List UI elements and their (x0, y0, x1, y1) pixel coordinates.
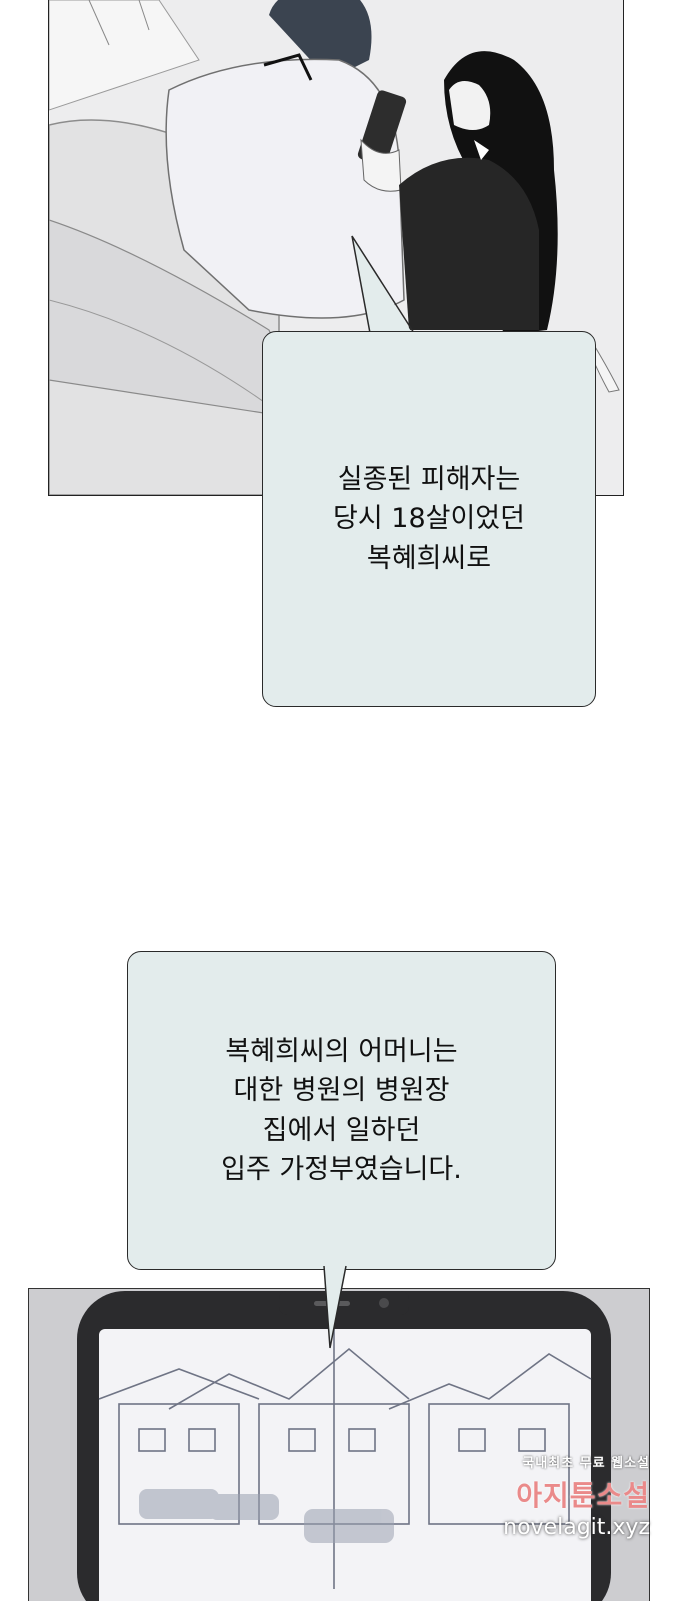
speech-bubble-narration-2: 복혜희씨의 어머니는 대한 병원의 병원장 집에서 일하던 입주 가정부였습니다… (127, 951, 556, 1270)
scene-illustration-room (49, 0, 623, 495)
dialogue-line: 복혜희씨로 (366, 542, 492, 574)
dialogue-line: 실종된 피해자는 (337, 464, 521, 496)
comic-panel-bottom (28, 1288, 650, 1601)
dialogue-line: 집에서 일하던 (262, 1114, 421, 1146)
watermark-tagline: 국내최초 무료 웹소설 (522, 1456, 650, 1471)
speech-bubble-tail-top (351, 235, 415, 336)
watermark-brand: 아지툰소설 (516, 1479, 650, 1512)
watermark-url: novelagit.xyz (503, 1515, 650, 1540)
speech-bubble-text: 실종된 피해자는 당시 18살이었던 복혜희씨로 (333, 460, 525, 577)
speech-bubble-text: 복혜희씨의 어머니는 대한 병원의 병원장 집에서 일하던 입주 가정부였습니다… (221, 1032, 462, 1189)
comic-panel-top (48, 0, 624, 496)
speech-bubble-narration-1: 실종된 피해자는 당시 18살이었던 복혜희씨로 (262, 331, 596, 707)
dialogue-line: 입주 가정부였습니다. (221, 1153, 462, 1185)
dialogue-line: 대한 병원의 병원장 (233, 1075, 450, 1107)
speech-bubble-tail-bottom (323, 1264, 347, 1349)
dialogue-line: 복혜희씨의 어머니는 (225, 1036, 458, 1068)
dialogue-line: 당시 18살이었던 (333, 503, 525, 535)
phone-screen-illustration (29, 1289, 649, 1601)
